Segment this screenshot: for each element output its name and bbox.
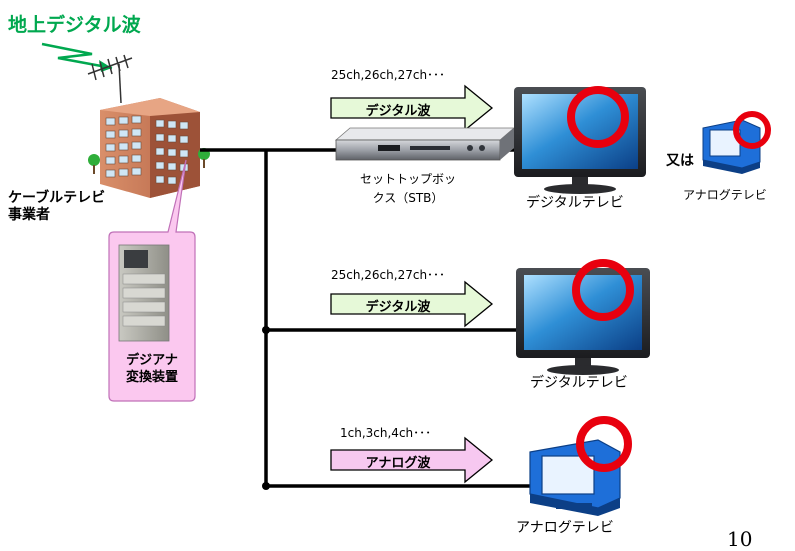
converter-equipment-icon	[118, 244, 170, 342]
digital-wave-arrow-1	[330, 84, 494, 132]
digital-wave-arrow-2	[330, 280, 494, 328]
channels-label-2: 25ch,26ch,27ch･･･	[331, 268, 446, 282]
operator-label: ケーブルテレビ 事業者	[8, 190, 105, 224]
junction-dot	[262, 482, 270, 490]
or-label: 又は	[666, 153, 694, 169]
channels-label-3: 1ch,3ch,4ch･･･	[340, 426, 432, 440]
converter-label-line1: デジアナ	[126, 353, 178, 368]
junction-dot	[262, 326, 270, 334]
set-top-box-icon	[334, 127, 516, 161]
digital-tv-label-1: デジタルテレビ	[526, 195, 624, 211]
wave-label-3: アナログ波	[365, 456, 431, 471]
channels-label-1: 25ch,26ch,27ch･･･	[331, 68, 446, 82]
operator-label-line1: ケーブルテレビ	[8, 190, 106, 206]
stb-label-line2: クス（STB）	[372, 191, 444, 205]
ok-circle-icon	[567, 86, 629, 148]
analog-tv-icon	[529, 439, 621, 516]
converter-label-line2: 変換装置	[125, 370, 178, 385]
broadcast-label: 地上デジタル波	[8, 14, 141, 36]
operator-label-line2: 事業者	[8, 207, 50, 223]
digital-tv-label-2: デジタルテレビ	[530, 375, 628, 391]
page-number: 10	[727, 527, 753, 551]
antenna-icon	[87, 54, 133, 104]
cable-operator-building-icon	[88, 98, 210, 198]
stb-label-line1: セットトップボッ	[360, 172, 457, 186]
wave-label-1: デジタル波	[365, 104, 431, 119]
converter-callout	[108, 159, 196, 402]
analog-tv-label-alt: アナログテレビ	[683, 188, 767, 202]
ok-circle-icon-3	[576, 416, 632, 472]
ok-circle-icon-small	[733, 111, 771, 149]
ok-circle-icon-2	[572, 259, 634, 321]
analog-tv-label: アナログテレビ	[516, 520, 614, 536]
wave-label-2: デジタル波	[365, 300, 431, 315]
stb-label: セットトップボッ クス（STB）	[360, 170, 456, 208]
analog-wave-arrow	[330, 436, 494, 484]
converter-label: デジアナ 変換装置	[109, 352, 195, 386]
